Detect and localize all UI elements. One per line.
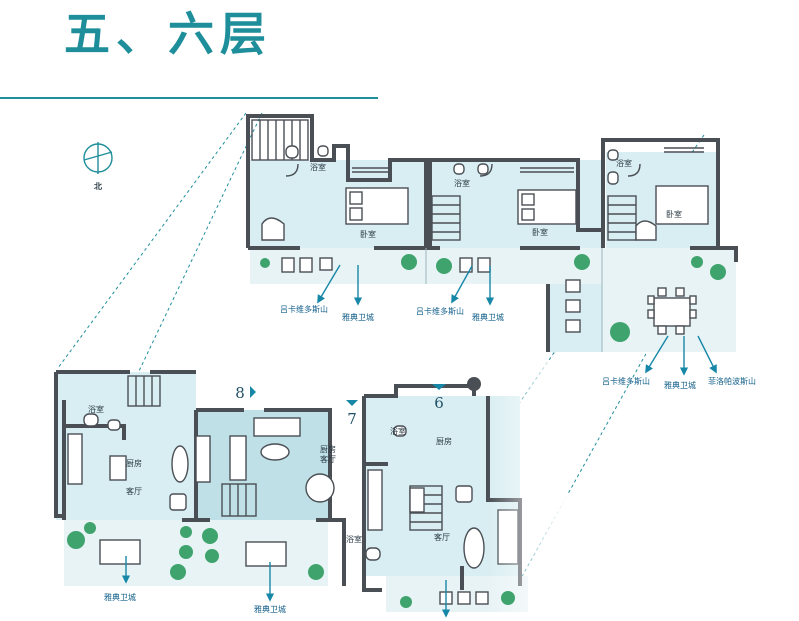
- unit-marker-8: 8: [235, 384, 256, 402]
- room-label-bath: 浴室: [346, 534, 362, 544]
- unit-number: 8: [235, 384, 245, 402]
- room-label-kitchen: 厨房: [320, 444, 336, 454]
- unit-number: 6: [434, 394, 444, 412]
- view-label-acropolis: 雅典卫城: [254, 604, 286, 614]
- unit-marker-6: 6: [432, 384, 446, 412]
- view-label-filopappos: 菲洛帕波斯山: [708, 376, 756, 386]
- room-label-kitchen: 厨房: [126, 458, 142, 468]
- view-label-acropolis: 雅典卫城: [664, 380, 696, 390]
- compass-label: 北: [94, 181, 102, 191]
- lower-floor-plan: 浴室 厨房 客厅 厨房 客厅 浴室 厨房 浴室 客厅 8 7 6: [54, 360, 568, 620]
- view-label-lukavitos: 吕卡维多斯山: [602, 376, 650, 386]
- room-label-bath: 浴室: [88, 404, 104, 414]
- room-label-living: 客厅: [320, 454, 336, 464]
- room-label-living: 客厅: [434, 532, 450, 542]
- upper-plants: [260, 254, 726, 342]
- view-label-lukavitos: 吕卡维多斯山: [280, 304, 328, 314]
- compass-icon: 北: [83, 142, 113, 191]
- lower-view-arrows: [121, 556, 451, 618]
- unit-number: 7: [347, 410, 357, 428]
- title-underline: [0, 97, 378, 99]
- view-label-lukavitos: 吕卡维多斯山: [416, 306, 464, 316]
- view-label-acropolis: 雅典卫城: [472, 312, 504, 322]
- lower-plants: [67, 522, 515, 608]
- room-label-bedroom: 卧室: [360, 229, 376, 239]
- room-label-bedroom: 卧室: [532, 227, 548, 237]
- room-label-bath: 浴室: [454, 178, 470, 188]
- room-label-bedroom: 卧室: [666, 209, 682, 219]
- room-label-kitchen: 厨房: [436, 436, 452, 446]
- view-label-acropolis: 雅典卫城: [342, 312, 374, 322]
- room-label-bath: 浴室: [310, 162, 326, 172]
- room-label-bath: 浴室: [616, 158, 632, 168]
- room-label-bath: 浴室: [390, 426, 406, 436]
- room-label-living: 客厅: [126, 486, 142, 496]
- page-title: 五、六层: [64, 7, 272, 61]
- upper-floor-plan: 浴室 卧室 浴室 卧室 浴室 卧室: [246, 114, 738, 352]
- upper-view-arrows: [317, 264, 717, 376]
- view-label-acropolis: 雅典卫城: [104, 592, 136, 602]
- unit-marker-7: 7: [346, 400, 358, 428]
